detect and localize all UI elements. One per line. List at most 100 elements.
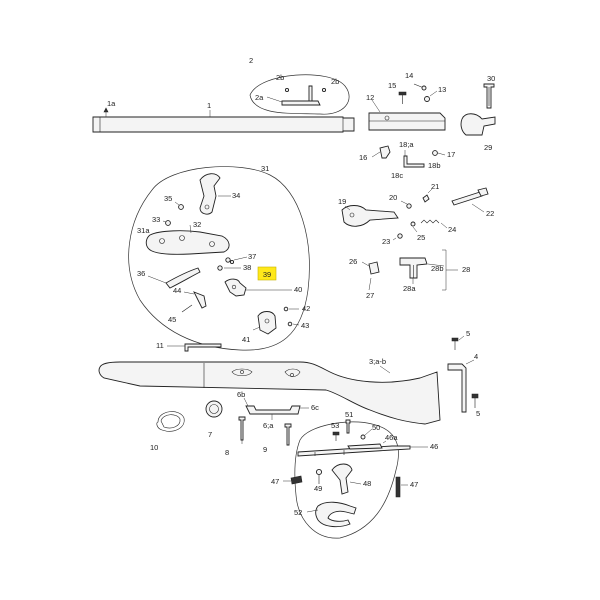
label-45: 45 — [168, 315, 176, 324]
screw-17-part — [432, 150, 446, 156]
label-15: 15 — [388, 81, 396, 90]
label-52: 52 — [294, 508, 302, 517]
lock-group — [128, 166, 310, 351]
rod-11-part — [167, 343, 222, 352]
label-37: 37 — [248, 252, 256, 261]
guard-bow-52-part — [306, 501, 357, 528]
bridle-41-part — [252, 311, 277, 335]
label-4: 4 — [474, 352, 478, 361]
label-16: 16 — [359, 153, 367, 162]
label-2b-right: 2b — [331, 77, 339, 86]
label-3ab: 3;a-b — [369, 357, 386, 366]
bolster-28-part — [399, 249, 458, 291]
screw-8-part — [238, 416, 246, 444]
swivel-4-part — [447, 359, 475, 413]
screw-33-part — [162, 220, 171, 226]
label-1: 1 — [207, 101, 211, 110]
label-34: 34 — [232, 191, 240, 200]
label-31: 31 — [261, 164, 269, 173]
screw-5-top-part — [451, 335, 465, 350]
label-47-left: 47 — [271, 477, 279, 486]
label-14: 14 — [405, 71, 413, 80]
label-32: 32 — [193, 220, 201, 229]
label-25: 25 — [417, 233, 425, 242]
plate-46-part — [297, 440, 428, 457]
nut-49-part — [315, 468, 323, 484]
trigger-48-part — [331, 463, 362, 495]
tang-plate-part — [368, 99, 446, 131]
rear-sight-group — [249, 74, 350, 115]
stock-part — [98, 361, 441, 425]
label-47-right: 47 — [410, 480, 418, 489]
screw-20-part — [400, 200, 412, 209]
screw-47-right-part — [395, 476, 408, 498]
label-39: 39 — [263, 270, 271, 279]
highlight-box — [257, 266, 277, 281]
label-33: 33 — [152, 215, 160, 224]
sear-spring-45-part — [181, 304, 193, 313]
label-24: 24 — [448, 225, 456, 234]
label-27: 27 — [366, 291, 374, 300]
label-6b: 6b — [237, 390, 245, 399]
label-21: 21 — [431, 182, 439, 191]
sear-44-part — [183, 291, 207, 309]
pin-53-part — [332, 431, 340, 441]
screw-5-bottom-part — [471, 393, 479, 408]
tumbler-40-part — [224, 278, 292, 297]
label-31a: 31a — [137, 226, 150, 235]
label-5-top: 5 — [466, 329, 470, 338]
label-49: 49 — [314, 484, 322, 493]
butt-plate-part — [460, 113, 496, 136]
label-18b: 18b — [428, 161, 441, 170]
screw-25-part — [410, 221, 418, 233]
label-26: 26 — [349, 257, 357, 266]
label-2a: 2a — [255, 93, 264, 102]
trigger-plate-19-part — [341, 205, 399, 227]
label-18a: 18;a — [399, 140, 414, 149]
screw-13-part — [424, 90, 438, 102]
label-7: 7 — [208, 430, 212, 439]
label-43: 43 — [301, 321, 309, 330]
label-9: 9 — [263, 445, 267, 454]
screw-35-part — [174, 201, 184, 210]
label-40: 40 — [294, 285, 302, 294]
label-29: 29 — [484, 143, 492, 152]
screw-9-part — [284, 423, 292, 446]
screw-50-part — [360, 428, 373, 440]
pin-14-part — [413, 83, 427, 91]
screw-47-left-part — [283, 475, 303, 485]
label-2b-left: 2b — [276, 73, 284, 82]
spring-10-part — [156, 411, 185, 432]
screw-51-part — [345, 419, 351, 434]
label-53: 53 — [331, 421, 339, 430]
screw-23-part — [392, 233, 403, 241]
label-13: 13 — [438, 85, 446, 94]
pin-21-part — [422, 188, 433, 203]
callout-39[interactable]: 39 — [257, 266, 277, 281]
label-28: 28 — [462, 265, 470, 274]
screw-42-part — [283, 306, 299, 312]
label-20: 20 — [389, 193, 397, 202]
label-36: 36 — [137, 269, 145, 278]
barrel-part — [92, 107, 355, 133]
lock-plate-part — [145, 224, 230, 255]
label-12: 12 — [366, 93, 374, 102]
label-17: 17 — [447, 150, 455, 159]
label-46a: 46a — [385, 433, 398, 442]
trigger-guard-6-part — [243, 397, 309, 420]
spring-18-part — [403, 150, 425, 168]
label-38: 38 — [243, 263, 251, 272]
label-48: 48 — [363, 479, 371, 488]
label-5-bottom: 5 — [476, 409, 480, 418]
screw-15-part — [398, 91, 407, 104]
spring-24-part — [420, 219, 448, 229]
label-44: 44 — [173, 286, 181, 295]
ramrod-part — [483, 83, 495, 109]
screw-37-part — [225, 256, 248, 265]
screw-43-part — [287, 321, 300, 327]
label-1a: 1a — [107, 99, 116, 108]
label-6a: 6;a — [263, 421, 274, 430]
label-10: 10 — [150, 443, 158, 452]
ring-7-part — [205, 400, 223, 418]
